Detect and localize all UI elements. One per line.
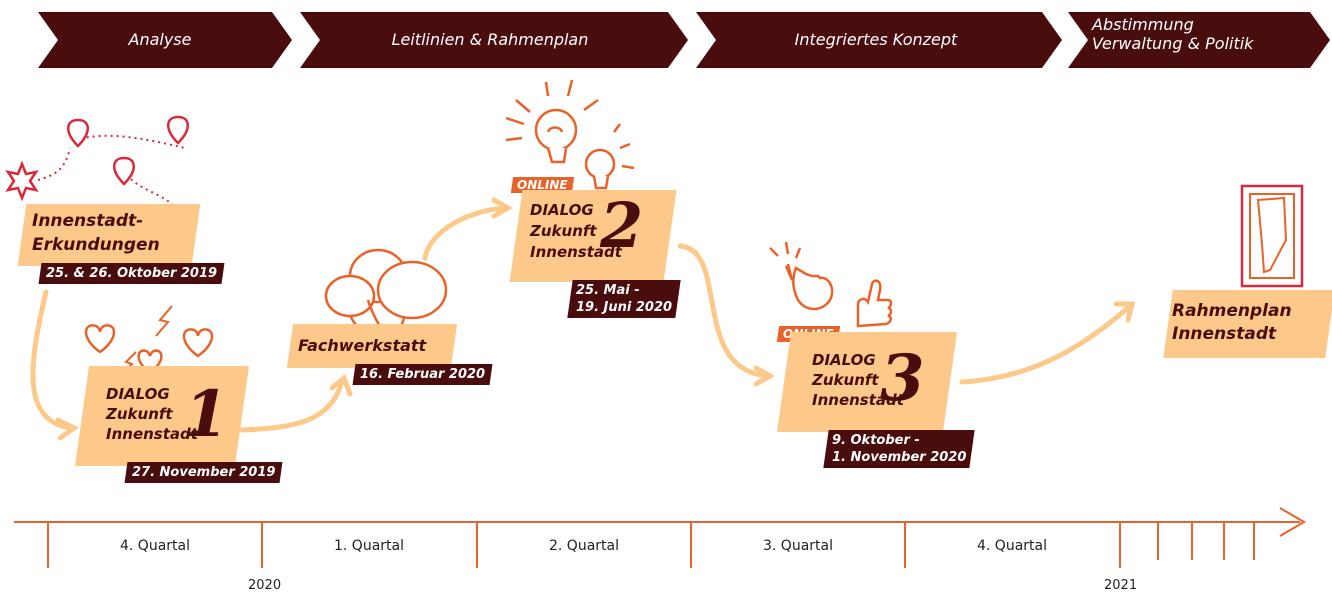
heart-icon [84, 324, 116, 354]
year-label: 2021 [1104, 578, 1138, 593]
dialog1-line1: DIALOG [106, 385, 170, 403]
star-icon [5, 160, 39, 202]
pointing-hand-icon [769, 241, 834, 311]
dialog2-date: 25. Mai - 19. Juni 2020 [567, 280, 681, 318]
phase-label-analyse: Analyse [128, 30, 192, 49]
phase-label-abstimmung-line2: Verwaltung & Politik [1092, 34, 1254, 53]
year-label: 2020 [248, 578, 282, 593]
dialog3-date-line2: 1. November 2020 [832, 450, 967, 465]
connector-fachwerkstatt-dialog2 [422, 205, 509, 261]
pin-trails [37, 134, 186, 219]
erkundungen-title: Innenstadt- Erkundungen [32, 209, 160, 257]
connector-dialog1-fachwerkstatt [237, 379, 345, 433]
erkundungen-title-line1: Innenstadt- [32, 211, 144, 231]
dialog2-line1: DIALOG [530, 201, 594, 219]
dialog3-date: 9. Oktober - 1. November 2020 [823, 430, 976, 468]
dialog3-line2: Zukunft [812, 371, 879, 389]
dialog3-date-line1: 9. Oktober - [832, 433, 920, 448]
connector-dialog3-rahmenplan [959, 303, 1133, 385]
map-pin-icon [113, 156, 135, 186]
fachwerkstatt-title: Fachwerkstatt [298, 336, 427, 355]
timeline-axis [14, 507, 1306, 568]
dialog2-date-line2: 19. Juni 2020 [576, 300, 673, 315]
plan-document-icon [1240, 184, 1304, 288]
rahmenplan-line1: Rahmenplan [1172, 301, 1292, 321]
quarter-label: 3. Quartal [763, 538, 833, 554]
map-pin-icon [167, 115, 189, 145]
dialog2-line2: Zukunft [530, 222, 597, 240]
phase-label-leitlinien: Leitlinien & Rahmenplan [391, 30, 589, 49]
dialog2-number: 2 [600, 189, 644, 262]
rahmenplan-text: Rahmenplan Innenstadt [1172, 300, 1292, 346]
dialog3-text: DIALOG Zukunft Innenstadt [812, 350, 904, 410]
phase-arrow-leitlinien [300, 12, 688, 68]
quarter-label: 4. Quartal [977, 538, 1047, 554]
dialog1-date: 27. November 2019 [124, 462, 283, 483]
dialog2-date-line1: 25. Mai - [576, 283, 640, 298]
heart-icon [182, 328, 214, 358]
quarter-label: 2. Quartal [549, 538, 619, 554]
phase-arrow-konzept [696, 12, 1062, 68]
connector-erkundung-dialog1 [30, 289, 73, 431]
lightbulb-icon [505, 79, 635, 190]
quarter-label: 1. Quartal [334, 538, 404, 554]
quarter-label: 4. Quartal [120, 538, 190, 554]
erkundungen-title-line2: Erkundungen [32, 235, 160, 255]
thumbs-up-icon [856, 279, 893, 328]
phase-arrow-analyse [38, 12, 292, 68]
connectors [30, 197, 1136, 441]
connector-dialog2-dialog3 [677, 243, 771, 379]
phase-label-abstimmung: Abstimmung Verwaltung & Politik [1092, 15, 1322, 53]
erkundungen-date: 25. & 26. Oktober 2019 [38, 263, 225, 284]
dialog2-line3: Innenstadt [530, 243, 622, 261]
phase-label-konzept: Integriertes Konzept [794, 30, 958, 49]
dialog1-number: 1 [184, 377, 229, 452]
dialog1-line3: Innenstadt [106, 425, 198, 443]
dialog2-text: DIALOG Zukunft Innenstadt [530, 200, 622, 263]
fachwerkstatt-date: 16. Februar 2020 [352, 364, 493, 385]
dialog3-line3: Innenstadt [812, 391, 904, 409]
phase-label-abstimmung-line1: Abstimmung [1092, 15, 1194, 34]
dialog3-number: 3 [880, 341, 925, 416]
dialog1-text: DIALOG Zukunft Innenstadt [106, 384, 198, 444]
map-pin-icon [67, 118, 89, 148]
rahmenplan-line2: Innenstadt [1172, 324, 1277, 344]
dialog1-line2: Zukunft [106, 405, 173, 423]
dialog3-line1: DIALOG [812, 351, 876, 369]
phase-arrow-abstimmung [1068, 12, 1330, 68]
